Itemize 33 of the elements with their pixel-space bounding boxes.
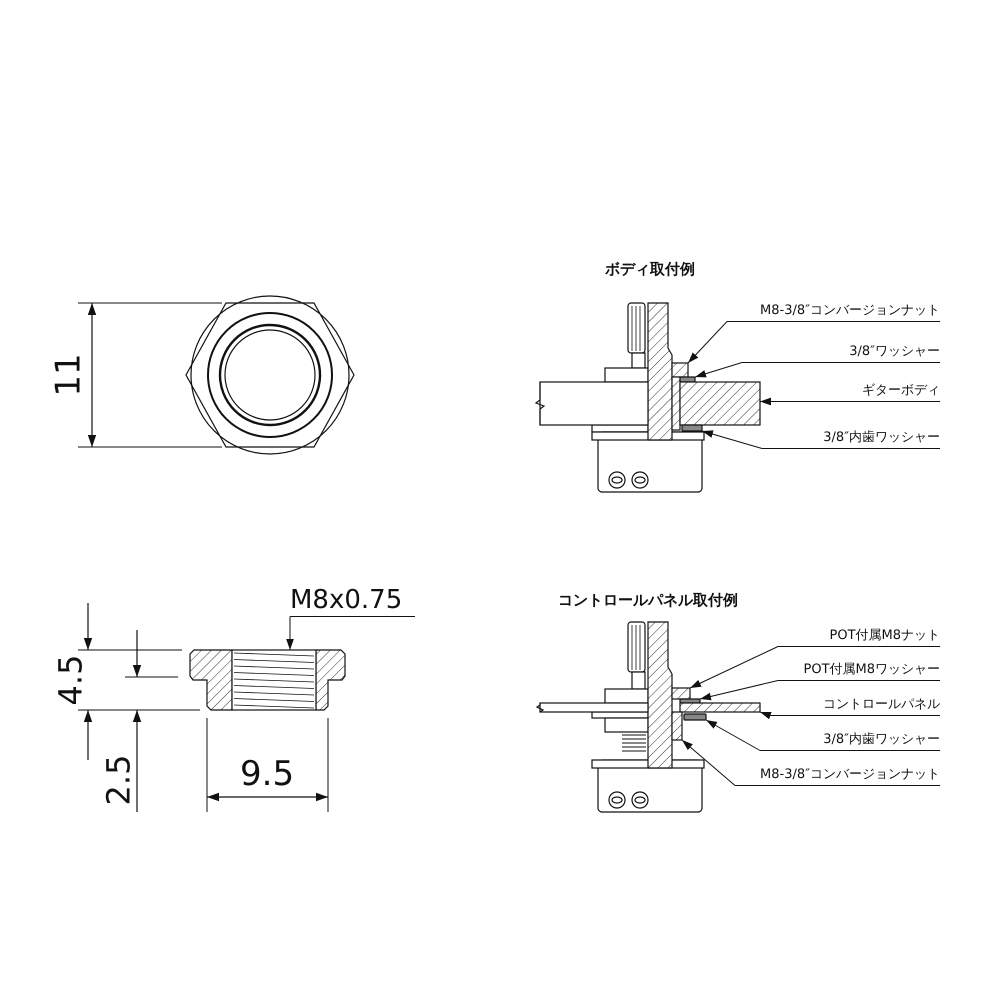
leader-line xyxy=(760,398,771,406)
part-section xyxy=(671,687,691,700)
part-section xyxy=(539,381,761,426)
leader-line xyxy=(700,680,778,700)
leader-line xyxy=(688,321,728,364)
leader-line xyxy=(694,362,742,378)
dimension-value: 9.5 xyxy=(240,757,294,791)
leader-line xyxy=(682,740,736,786)
leader-label: 3/8″内歯ワッシャー xyxy=(762,429,940,449)
leader-label: POT付属M8ワッシャー xyxy=(778,661,940,681)
leader-label: 3/8″ワッシャー xyxy=(742,343,940,363)
leader-label: 3/8″内歯ワッシャー xyxy=(760,731,940,751)
part-section xyxy=(539,702,761,713)
leader-line xyxy=(760,712,772,720)
leader-label: M8x0.75 xyxy=(290,586,415,617)
part-section xyxy=(671,711,683,741)
leader-label: M8-3/8″コンバージョンナット xyxy=(735,766,940,786)
dimension-value: 11 xyxy=(51,353,86,397)
leader-label: コントロールパネル xyxy=(770,696,940,716)
leader-label: M8-3/8″コンバージョンナット xyxy=(727,302,940,322)
part-section xyxy=(231,649,317,711)
leader-label: ギターボディ xyxy=(770,382,940,402)
leader-line xyxy=(702,430,762,449)
view-title: ボディ取付例 xyxy=(605,262,695,277)
dimension-value: 4.5 xyxy=(54,654,86,706)
leader-label: POT付属M8ナット xyxy=(778,627,940,647)
washer-section xyxy=(681,424,703,432)
leader-line xyxy=(706,720,760,751)
leader-line xyxy=(690,646,778,688)
view-title: コントロールパネル取付例 xyxy=(558,593,738,608)
dimension-value: 2.5 xyxy=(102,754,134,806)
leader-line xyxy=(286,616,294,650)
washer-section xyxy=(683,713,707,721)
